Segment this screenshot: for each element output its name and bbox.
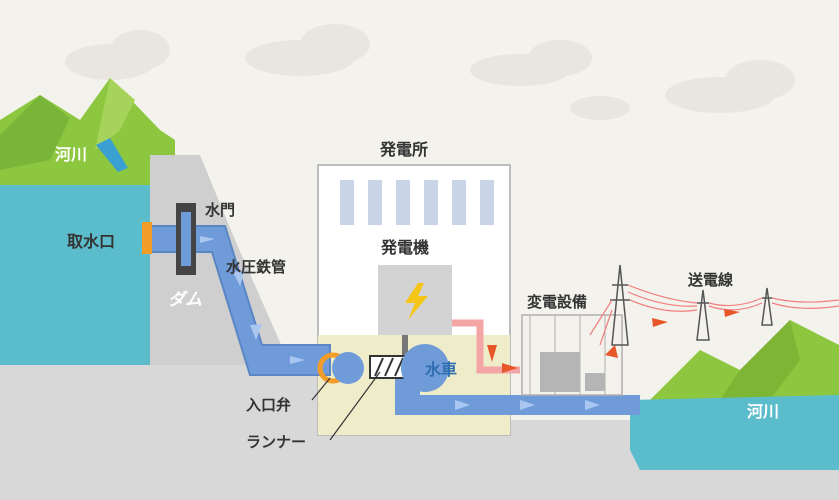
power-lines <box>589 284 839 346</box>
inlet-valve-leader <box>311 377 331 401</box>
runner-leader <box>329 371 381 441</box>
turbine-shaft <box>402 335 408 360</box>
clouds <box>65 24 795 120</box>
substation <box>521 314 623 396</box>
left-mountains <box>0 78 175 190</box>
river-right-water <box>630 395 839 470</box>
runner-label: ランナー <box>246 433 306 451</box>
intake-mouth <box>142 222 152 254</box>
inlet-valve-body <box>332 352 364 384</box>
substation-label: 変電設備 <box>527 293 587 311</box>
inlet-valve-label: 入口弁 <box>246 396 291 414</box>
transmission-line-label: 送電線 <box>687 271 733 289</box>
turbine-casing <box>401 344 449 392</box>
river-left-label: 河川 <box>55 145 87 164</box>
flow-arrows <box>200 236 600 410</box>
river-right-label: 河川 <box>747 402 779 421</box>
left-stream <box>96 138 128 172</box>
gate-label: 水門 <box>205 201 235 219</box>
powerhouse-windows <box>340 180 494 225</box>
powerhouse-label: 発電所 <box>379 140 428 159</box>
right-mountains <box>650 320 839 400</box>
penstock-pipe <box>149 225 331 376</box>
intake-label: 取水口 <box>67 232 115 251</box>
dam-label: ダム <box>168 290 202 310</box>
power-cable <box>452 319 520 374</box>
generator-label: 発電機 <box>380 238 429 257</box>
transmission-towers <box>610 264 773 346</box>
penstock-label: 水圧鉄管 <box>226 258 286 276</box>
reservoir-water <box>0 185 150 365</box>
lightning-bolt-icon <box>405 283 428 320</box>
turbine-label: 水車 <box>425 360 457 379</box>
